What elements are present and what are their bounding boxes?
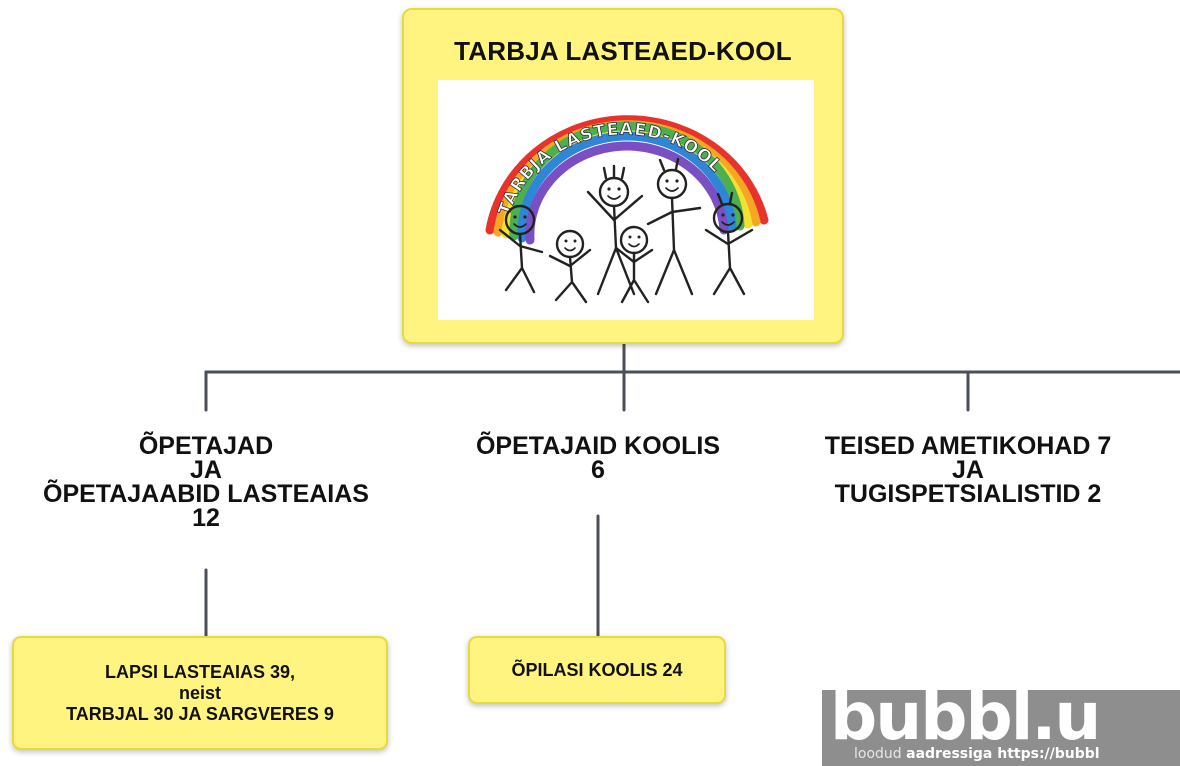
node-children-kindergarten[interactable]: LAPSI LASTEAIAS 39, neist TARBJAL 30 JA … [12, 636, 388, 750]
children-kindergarten-text: LAPSI LASTEAIAS 39, neist TARBJAL 30 JA … [66, 661, 334, 724]
branch-3-line-1: TEISED AMETIKOHAD 7 [824, 432, 1112, 460]
watermark-brand: bubbl.u [830, 690, 1101, 755]
pupils-school-text: ÕPILASI KOOLIS 24 [511, 659, 683, 680]
watermark-credit-prefix: loodud [854, 746, 907, 762]
branch-3-line-2: JA [952, 456, 984, 484]
branch-1-line-3: ÕPETAJAABID LASTEAIAS [43, 480, 369, 508]
watermark-credit-link: aadressiga https://bubbl [906, 746, 1100, 762]
school-logo: TARBJA LASTEAED-KOOL [438, 80, 814, 320]
root-node[interactable]: TARBJA LASTEAED-KOOL TARBJA LASTEAED-KOO… [402, 8, 844, 344]
branch-teachers-kindergarten[interactable]: ÕPETAJAD JA ÕPETAJAABID LASTEAIAS 12 [26, 432, 386, 532]
branch-other-positions[interactable]: TEISED AMETIKOHAD 7 JA TUGISPETSIALISTID… [790, 432, 1146, 508]
bubbl-watermark: bubbl.u loodud aadressiga https://bubbl [822, 690, 1180, 766]
watermark-credit: loodud aadressiga https://bubbl [854, 746, 1100, 762]
branch-1-line-2: JA [190, 456, 222, 484]
branch-2-line-2: 6 [591, 456, 605, 484]
branch-1-line-1: ÕPETAJAD [138, 432, 274, 460]
root-title: TARBJA LASTEAED-KOOL [454, 36, 792, 66]
branch-2-line-1: ÕPETAJAID KOOLIS [475, 432, 720, 460]
node-pupils-school[interactable]: ÕPILASI KOOLIS 24 [468, 636, 726, 704]
branch-3-line-3: TUGISPETSIALISTID 2 [834, 480, 1102, 508]
branch-1-line-4: 12 [192, 504, 220, 532]
branch-teachers-school[interactable]: ÕPETAJAID KOOLIS 6 [448, 432, 748, 484]
